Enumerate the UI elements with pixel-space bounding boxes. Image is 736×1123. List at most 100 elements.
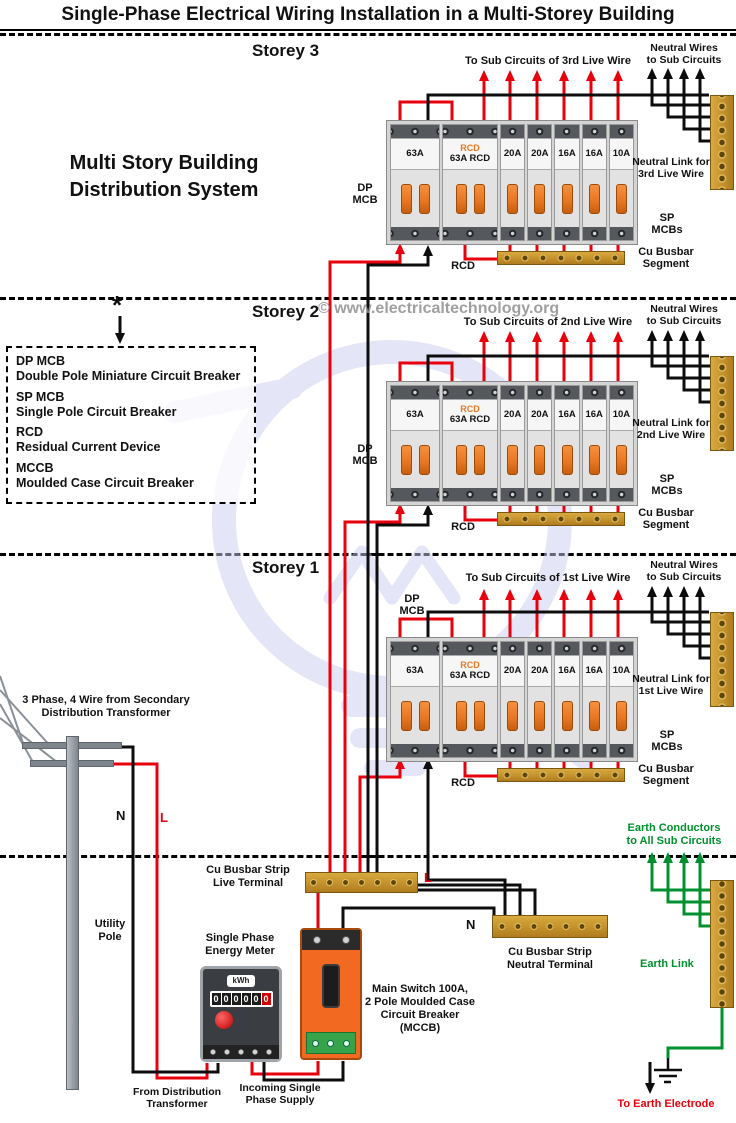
neutral-link-label: Neutral Link for 2nd Live Wire: [632, 417, 710, 441]
breaker-rating: 20A: [501, 138, 525, 170]
meter-digit: 0: [231, 992, 241, 1005]
breaker-toggle: [443, 431, 497, 488]
breaker-terminals: [555, 125, 579, 138]
breaker-rating: 20A: [501, 399, 525, 431]
energy-meter-label: Single Phase Energy Meter: [205, 932, 275, 957]
breaker-toggle: [582, 431, 606, 488]
sp-mcbs-label: SP MCBs: [651, 212, 683, 236]
cu-busbar-segment-label: Cu Busbar Segment: [638, 507, 694, 531]
breaker-terminals: [443, 744, 497, 757]
neutral-link-busbar: [710, 95, 734, 190]
breaker-terminals: [391, 488, 439, 501]
rating-text: 20A: [531, 148, 549, 160]
neutral-wires-label: Neutral Wires to Sub Circuits: [646, 303, 722, 327]
rcd-label: RCD: [451, 260, 475, 272]
breaker-terminals: [501, 488, 525, 501]
legend-full: Moulded Case Circuit Breaker: [16, 475, 194, 490]
breaker-terminals: [609, 642, 634, 655]
dp-mcb-label: DP MCB: [399, 593, 425, 617]
pole-neutral-n-label: N: [116, 808, 126, 823]
breaker-rating: 16A: [582, 138, 606, 170]
breaker-terminals: [582, 744, 606, 757]
sp-mcb-breaker: 16A: [581, 641, 607, 758]
rating-text: 63A RCD: [449, 413, 491, 425]
cu-busbar-segment: [497, 251, 625, 265]
breaker-toggle: [443, 170, 497, 227]
sp-mcbs-label: SP MCBs: [651, 473, 683, 497]
rating-text: 16A: [558, 665, 576, 677]
neutral-link-busbar: [710, 612, 734, 707]
breaker-toggle: [609, 170, 634, 227]
rating-text: 20A: [503, 409, 522, 421]
meter-digit: 0: [241, 992, 251, 1005]
breaker-terminals: [582, 227, 606, 240]
storey-3-section: Storey 3 To Sub Circuits of 3rd Live Wir…: [0, 36, 736, 297]
rating-text: 16A: [585, 665, 603, 677]
breaker-terminals: [443, 227, 497, 240]
sp-mcb-breaker: 16A: [554, 641, 580, 758]
mccb-terminals: [302, 930, 360, 950]
breaker-toggle: [501, 687, 525, 744]
rating-text: 10A: [612, 665, 631, 677]
neutral-link-label: Neutral Link for 1st Live Wire: [632, 673, 710, 697]
to-earth-electrode-label: To Earth Electrode: [617, 1098, 715, 1110]
dp-mcb-breaker: 63A: [390, 124, 440, 241]
neutral-wires-label: Neutral Wires to Sub Circuits: [646, 559, 722, 583]
breaker-toggle: [391, 170, 439, 227]
rcd-tag: RCD: [460, 404, 480, 415]
mccb-rocker: [322, 964, 340, 1008]
breaker-terminals: [582, 488, 606, 501]
pole-live-l-label: L: [160, 810, 168, 825]
neutral-link-label: Neutral Link for 3rd Live Wire: [632, 156, 710, 180]
from-distribution-label: From Distribution Transformer: [132, 1086, 222, 1111]
strip-neutral-n-label: N: [466, 917, 476, 932]
meter-digit: 0: [211, 992, 221, 1005]
legend-abbr: DP MCB: [16, 354, 66, 368]
cu-busbar-segment: [497, 768, 625, 782]
sp-mcb-breaker: 16A: [581, 385, 607, 502]
breaker-rating: 20A: [528, 655, 552, 687]
storey-1-section: Storey 1 To Sub Circuits of 1st Live Wir…: [0, 553, 736, 855]
storey-label: Storey 2: [252, 302, 320, 321]
watermark: © www.electricaltechnology.org: [318, 300, 560, 317]
breaker-toggle: [555, 687, 579, 744]
sp-mcb-breaker: 16A: [554, 124, 580, 241]
rating-text: 16A: [585, 409, 603, 421]
sp-mcb-breaker: 10A: [608, 641, 635, 758]
meter-digit: 0: [221, 992, 231, 1005]
storey-2-section: Storey 2 To Sub Circuits of 2nd Live Wir…: [0, 297, 736, 553]
breaker-toggle: [501, 170, 525, 227]
breaker-terminals: [501, 744, 525, 757]
meter-terminals: [203, 1045, 279, 1059]
rating-text: 10A: [612, 148, 631, 160]
legend-abbr: SP MCB: [16, 389, 65, 404]
rating-text: 20A: [531, 409, 549, 421]
breaker-rating: 63A: [391, 655, 439, 687]
dp-mcb-breaker: 63A: [390, 641, 440, 758]
rating-text: 10A: [612, 409, 631, 421]
utility-pole-label: Utility Pole: [94, 918, 126, 943]
rating-text: 16A: [558, 409, 576, 421]
meter-digit: 0: [261, 992, 271, 1005]
breaker-terminals: [501, 386, 525, 399]
breaker-terminals: [609, 227, 634, 240]
breaker-terminals: [443, 488, 497, 501]
sp-mcb-breaker: 16A: [581, 124, 607, 241]
breaker-terminals: [555, 744, 579, 757]
rating-text: 63A RCD: [449, 669, 491, 681]
sp-mcb-breaker: 10A: [608, 124, 635, 241]
sp-mcb-breaker: 16A: [554, 385, 580, 502]
sp-mcb-breaker: 10A: [608, 385, 635, 502]
cu-busbar-segment-label: Cu Busbar Segment: [638, 246, 694, 270]
dp-mcb-breaker: 63A: [390, 385, 440, 502]
breaker-rating: 63A: [391, 399, 439, 431]
